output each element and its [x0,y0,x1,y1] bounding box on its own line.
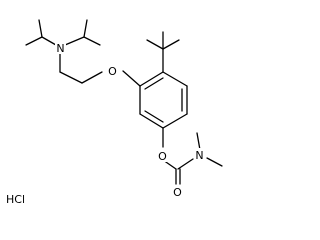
bond [162,39,180,50]
bond [196,132,201,151]
bond [122,70,141,87]
bond [38,19,43,38]
bond [25,36,43,46]
bond [139,113,164,129]
bond [81,71,103,84]
bond [144,77,164,90]
bond [139,71,164,87]
bond [206,157,223,167]
atom-labels: N O O O N HCl [6,41,205,206]
bond [177,158,194,170]
bond [144,110,164,123]
bond [162,113,188,129]
carbonyl-oxygen-label: O [173,186,182,199]
bond [146,39,164,50]
bond [83,36,101,46]
bond [59,71,83,84]
carbamate-nitrogen-label: N [195,149,203,162]
ester-oxygen-label: O [158,150,167,163]
amine-nitrogen-label: N [56,42,64,55]
molecule-structure: N O O O N HCl [6,19,223,206]
ether-oxygen-label: O [108,65,117,78]
hcl-salt-label: HCl [6,193,25,206]
bonds [25,19,223,185]
bond [64,36,85,46]
bond [162,71,188,87]
bond [83,19,88,38]
bond [41,36,57,46]
